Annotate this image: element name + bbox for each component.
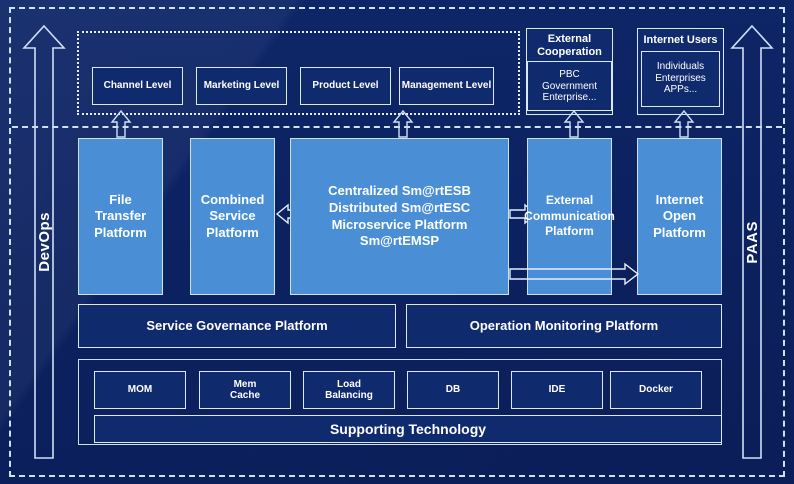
tech-label-load-balancing-line2: Balancing: [325, 390, 373, 401]
platform-box-esb[interactable]: Centralized Sm@rtESB Distributed Sm@rtES…: [290, 138, 509, 295]
internet-open-line1: Internet: [655, 191, 704, 207]
esb-line3: Microservice Platform Sm@rtEMSP: [331, 216, 468, 249]
level-label-product: Product Level: [312, 80, 379, 92]
internet-users-detail-box: Individuals Enterprises APPs...: [641, 50, 720, 107]
combined-service-line3: Platform: [206, 224, 259, 240]
layer-separator-dashed-line: [12, 126, 782, 128]
paas-arrow-icon: [730, 24, 774, 459]
tech-box-mom[interactable]: MOM: [94, 371, 186, 409]
internet-open-line2: Open: [662, 208, 697, 224]
file-transfer-line2: Transfer: [94, 208, 147, 224]
tech-label-ide: IDE: [548, 384, 566, 396]
outer-dashed-frame: [9, 7, 785, 477]
external-cooperation-detail-line1: PBC Government: [541, 69, 598, 92]
internet-users-detail-line2: Enterprises: [655, 72, 706, 84]
external-comm-line2: Communication: [524, 208, 615, 223]
esb-line2: Distributed Sm@rtESC: [328, 199, 471, 215]
tech-box-ide[interactable]: IDE: [511, 371, 603, 409]
arrow-esb-to-external-comm: [509, 203, 538, 225]
arrow-esb-to-internet-open: [509, 262, 640, 286]
tech-label-mem-cache-line2: Cache: [229, 390, 260, 401]
devops-arrow-icon: [22, 24, 66, 459]
internet-open-line3: Platform: [653, 224, 706, 240]
internet-users-detail-line1: Individuals: [656, 61, 705, 73]
business-levels-group: [77, 31, 520, 115]
external-comm-line1: External: [545, 193, 594, 208]
connector-arrow-esb: [392, 109, 414, 138]
tech-label-db: DB: [445, 384, 461, 396]
external-cooperation-title-line2: Cooperation: [537, 45, 602, 58]
file-transfer-line1: File: [109, 191, 132, 207]
service-governance-platform-box[interactable]: Service Governance Platform: [78, 304, 396, 348]
operation-monitoring-platform-box[interactable]: Operation Monitoring Platform: [406, 304, 722, 348]
file-transfer-line3: Platform: [94, 224, 147, 240]
combined-service-line1: Combined: [200, 191, 265, 207]
connector-arrow-external-comm: [563, 109, 585, 138]
external-comm-line3: Platform: [545, 224, 594, 239]
supporting-technology-bar[interactable]: Supporting Technology: [94, 415, 722, 443]
external-cooperation-detail-box: PBC Government Enterprise...: [527, 61, 612, 112]
tech-label-mem-cache-line1: Mem: [233, 378, 257, 390]
platform-box-internet-open[interactable]: Internet Open Platform: [637, 138, 722, 295]
tech-box-db[interactable]: DB: [407, 371, 499, 409]
combined-service-line2: Service: [209, 208, 256, 224]
tech-label-docker: Docker: [639, 384, 673, 396]
paas-rail: PAAS: [730, 22, 774, 462]
tech-label-mom: MOM: [127, 384, 153, 396]
internet-users-title: Internet Users: [643, 34, 718, 46]
supporting-technology-group: [78, 359, 722, 445]
esb-line1: Centralized Sm@rtESB: [328, 183, 471, 199]
level-box-channel[interactable]: Channel Level: [92, 67, 183, 105]
external-cooperation-detail-line2: Enterprise...: [542, 92, 597, 104]
external-cooperation-box[interactable]: External Cooperation PBC Government Ente…: [526, 28, 613, 115]
connector-arrow-channel: [110, 109, 132, 138]
level-box-product[interactable]: Product Level: [300, 67, 391, 105]
tech-box-load-balancing[interactable]: Load Balancing: [303, 371, 395, 409]
devops-label: DevOps: [35, 212, 53, 272]
service-governance-platform-label: Service Governance Platform: [146, 317, 328, 333]
platform-box-file-transfer[interactable]: File Transfer Platform: [78, 138, 163, 295]
level-box-marketing[interactable]: Marketing Level: [196, 67, 287, 105]
paas-label-wrap: PAAS: [730, 22, 774, 462]
operation-monitoring-platform-label: Operation Monitoring Platform: [469, 317, 659, 333]
tech-label-load-balancing-line1: Load: [337, 378, 361, 390]
internet-users-detail-line3: APPs...: [663, 84, 698, 96]
paas-label: PAAS: [743, 220, 761, 264]
level-label-management: Management Level: [401, 80, 492, 92]
supporting-technology-label: Supporting Technology: [329, 420, 487, 437]
level-label-channel: Channel Level: [103, 80, 172, 92]
devops-label-wrap: DevOps: [22, 22, 66, 462]
external-cooperation-title-line1: External: [547, 33, 592, 45]
connector-arrow-internet-open: [673, 109, 695, 138]
tech-box-mem-cache[interactable]: Mem Cache: [199, 371, 291, 409]
tech-box-docker[interactable]: Docker: [610, 371, 702, 409]
level-label-marketing: Marketing Level: [203, 80, 280, 92]
internet-users-box[interactable]: Internet Users Individuals Enterprises A…: [637, 28, 724, 115]
level-box-management[interactable]: Management Level: [399, 67, 494, 105]
platform-box-combined-service[interactable]: Combined Service Platform: [190, 138, 275, 295]
devops-rail: DevOps: [22, 22, 66, 462]
